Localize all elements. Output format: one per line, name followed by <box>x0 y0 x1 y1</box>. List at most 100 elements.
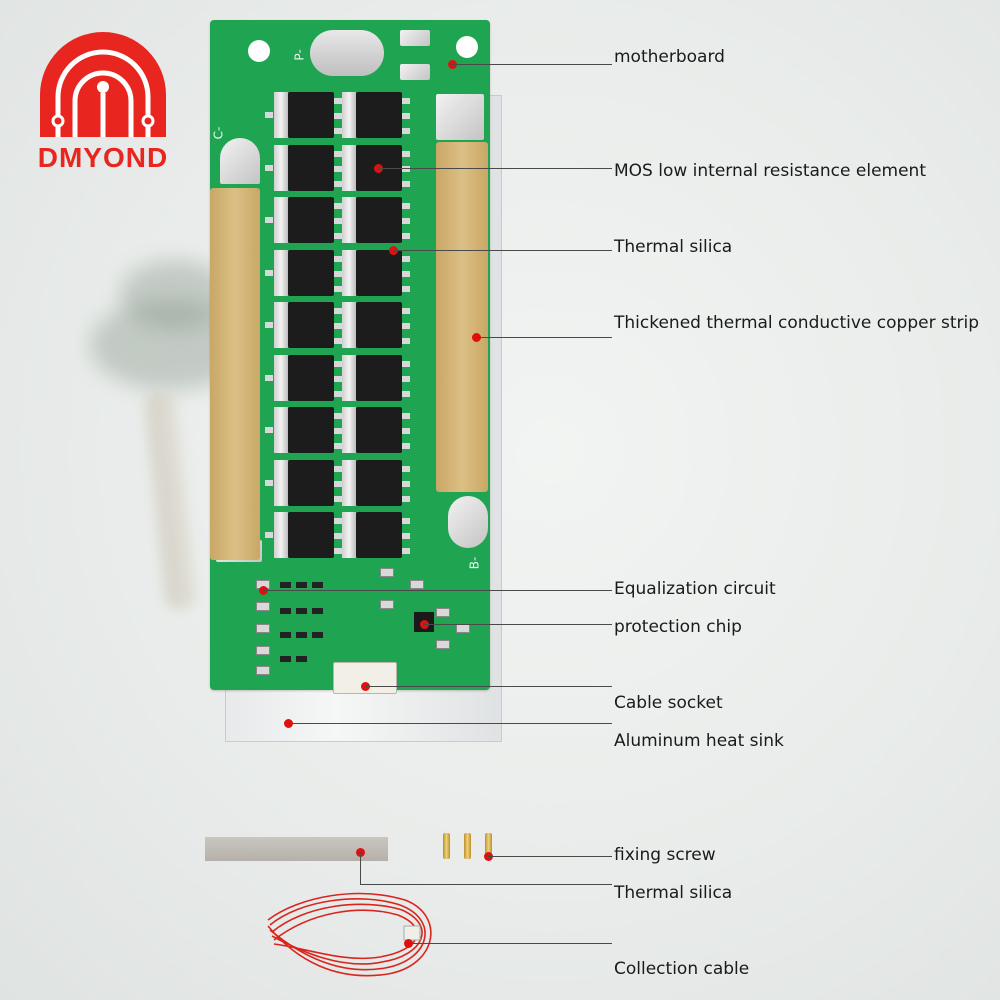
mos-lead <box>402 98 410 104</box>
mos-heat-tab <box>342 512 356 558</box>
callout-label-heat-sink: Aluminum heat sink <box>614 731 784 751</box>
mos-heat-tab <box>274 459 288 506</box>
mos-lead <box>334 308 342 314</box>
mos-lead <box>265 322 273 328</box>
mos-lead <box>334 203 342 209</box>
mos-lead <box>334 413 342 419</box>
callout-line <box>263 590 612 591</box>
callout-label-motherboard: motherboard <box>614 47 725 67</box>
callout-label-cable-socket: Cable socket <box>614 693 723 713</box>
mos-lead <box>334 98 342 104</box>
mos-transistor <box>356 512 402 558</box>
mos-lead <box>334 150 342 157</box>
mos-transistor <box>356 249 402 296</box>
mos-lead <box>402 533 410 539</box>
balance-resistor <box>296 582 307 588</box>
mos-lead <box>265 479 273 486</box>
mos-lead <box>334 443 342 449</box>
callout-line <box>365 686 612 687</box>
mos-lead <box>402 270 410 277</box>
logo-mark-icon <box>40 32 166 137</box>
mos-lead <box>334 428 342 434</box>
mos-lead <box>334 518 342 524</box>
mos-transistor <box>288 407 334 453</box>
c-minus-pad <box>220 138 260 184</box>
mos-heat-tab <box>274 197 288 243</box>
mos-lead <box>334 375 342 382</box>
mos-transistor <box>356 407 402 453</box>
mos-heat-tab <box>342 92 356 138</box>
brand-logo: DMYOND <box>28 25 178 173</box>
mos-lead <box>402 390 410 397</box>
mos-transistor <box>288 354 334 401</box>
smd-component <box>410 580 424 589</box>
callout-label-fixing-screw: fixing screw <box>614 845 716 865</box>
mos-lead <box>265 164 273 171</box>
mos-heat-tab <box>274 144 288 191</box>
balance-resistor <box>312 582 323 588</box>
mos-heat-tab <box>342 249 356 296</box>
mos-lead <box>334 285 342 292</box>
smd-component <box>256 666 270 675</box>
mos-heat-tab <box>342 407 356 453</box>
mos-transistor <box>288 92 334 138</box>
smd-component <box>436 608 450 617</box>
mos-lead <box>265 374 273 381</box>
smd-component <box>436 640 450 649</box>
mos-lead <box>334 180 342 187</box>
mos-lead <box>334 218 342 224</box>
mos-lead <box>402 218 410 224</box>
mos-heat-tab <box>274 249 288 296</box>
mos-lead <box>402 443 410 449</box>
top-right-small-pad <box>400 64 430 80</box>
smd-component <box>256 646 270 655</box>
mos-lead <box>402 308 410 314</box>
mos-lead <box>334 465 342 472</box>
mos-lead <box>265 427 273 433</box>
b-minus-pad <box>448 496 488 548</box>
balance-resistor <box>280 582 291 588</box>
mos-transistor <box>356 354 402 401</box>
smd-component <box>256 624 270 633</box>
mos-lead <box>334 338 342 344</box>
mos-transistor <box>356 302 402 348</box>
mos-heat-tab <box>342 302 356 348</box>
mos-transistor <box>356 459 402 506</box>
mounting-hole <box>456 36 478 58</box>
balance-resistor <box>296 632 307 638</box>
mos-lead <box>334 255 342 262</box>
callout-line <box>424 624 612 625</box>
mos-lead <box>402 375 410 382</box>
mos-lead <box>402 413 410 419</box>
copper-strip-left <box>210 188 260 560</box>
callout-line <box>488 856 612 857</box>
balance-resistor <box>312 632 323 638</box>
balance-resistor <box>280 632 291 638</box>
mos-transistor <box>288 302 334 348</box>
logo-text: DMYOND <box>37 142 169 173</box>
mos-transistor <box>288 144 334 191</box>
mos-transistor <box>288 512 334 558</box>
callout-line <box>288 723 612 724</box>
mos-lead <box>402 465 410 472</box>
smd-component <box>380 568 394 577</box>
mos-heat-tab <box>274 92 288 138</box>
callout-line <box>393 250 612 251</box>
mos-heat-tab <box>274 302 288 348</box>
callout-line <box>378 168 612 169</box>
mos-lead <box>265 112 273 118</box>
mos-lead <box>334 323 342 329</box>
callout-label-mos: MOS low internal resistance element <box>614 161 926 181</box>
mos-heat-tab <box>342 144 356 191</box>
mos-lead <box>402 113 410 119</box>
callout-label-thermal-silica: Thermal silica <box>614 237 733 257</box>
balance-resistor <box>296 608 307 614</box>
smd-component <box>380 600 394 609</box>
mos-lead <box>402 128 410 134</box>
mos-lead <box>402 518 410 524</box>
mos-lead <box>334 233 342 239</box>
mos-lead <box>402 255 410 262</box>
mos-heat-tab <box>342 197 356 243</box>
p-minus-pad <box>310 30 384 76</box>
